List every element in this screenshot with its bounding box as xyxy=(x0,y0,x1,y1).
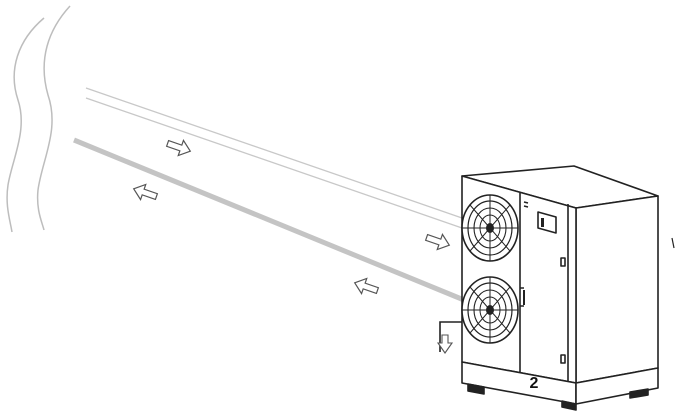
flow-arrow-icon xyxy=(132,183,159,201)
fan-icon xyxy=(461,276,519,344)
fan-icon xyxy=(461,194,519,262)
control-display xyxy=(537,211,557,234)
drain-arrow-icon xyxy=(436,334,454,354)
supply-pipe xyxy=(85,87,463,229)
flow-arrow-icon xyxy=(424,233,451,251)
wall-boundary-left xyxy=(6,17,45,233)
flow-arrow-icon xyxy=(165,139,192,157)
edge-mark xyxy=(671,237,675,249)
drain-pipe xyxy=(439,321,462,352)
unit-side xyxy=(575,195,659,384)
return-pipe xyxy=(73,137,465,303)
flow-arrow-icon xyxy=(353,277,380,295)
wall-boundary-right xyxy=(36,5,71,231)
unit-number-label: 2 xyxy=(530,375,539,392)
